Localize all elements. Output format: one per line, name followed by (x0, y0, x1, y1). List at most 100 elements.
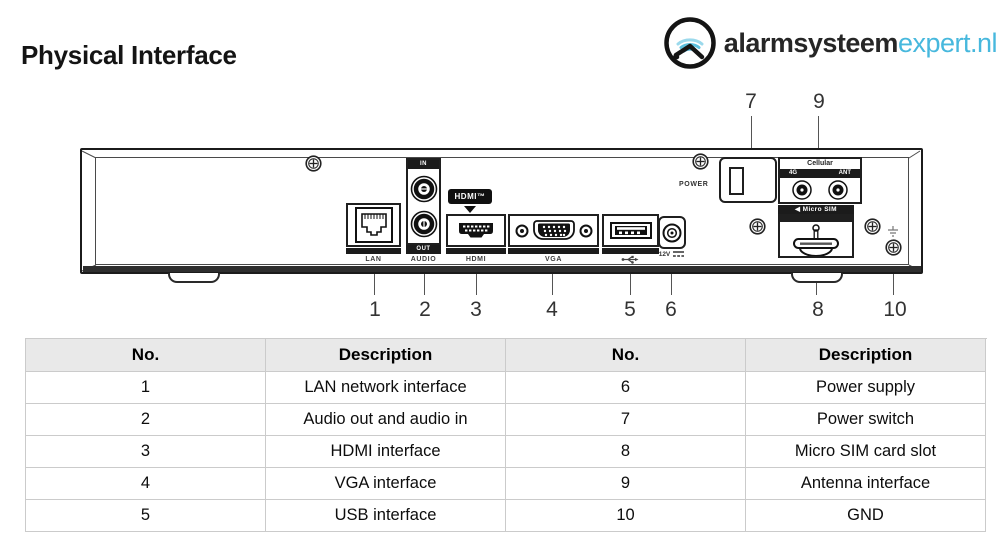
screw-icon (864, 218, 881, 235)
callout-5: 5 (624, 298, 636, 321)
table-cell-desc: GND (746, 500, 986, 532)
table-cell-desc: Antenna interface (746, 468, 986, 500)
hdmi-port-block: HDMI (446, 214, 506, 264)
lan-port-label: LAN (365, 256, 382, 263)
audio-port-block: IN OUT AUDIO (406, 158, 441, 264)
hdmi-port-label: HDMI (465, 256, 487, 263)
table-cell-desc: Audio out and audio in (266, 404, 506, 436)
brand-logo-text: alarmsysteemexpert.nl (723, 27, 998, 59)
leader-line-1 (374, 266, 375, 295)
brand-logo-icon (664, 17, 716, 69)
table-header-row: No. Description No. Description (26, 339, 987, 372)
cellular-label: Cellular (807, 160, 833, 167)
hdmi-plate-bar (446, 248, 506, 254)
table-cell-no: 3 (26, 436, 266, 468)
vga-port-block: VGA (508, 214, 599, 264)
cellular-bar: 4G ANT (780, 169, 860, 178)
table-cell-desc: Power switch (746, 404, 986, 436)
screw-icon (692, 153, 709, 170)
sma-connector-ant-icon (828, 180, 848, 200)
table-cell-no: 7 (506, 404, 746, 436)
dc-jack-block (658, 216, 686, 249)
callout-2: 2 (419, 298, 431, 321)
micro-sim-label: ◀ Micro SIM (778, 205, 854, 215)
screw-icon (749, 218, 766, 235)
audio-in-label: IN (408, 160, 439, 169)
brand-logo: alarmsysteemexpert.nl (663, 16, 998, 70)
dc-jack-icon (662, 223, 682, 242)
usb-port-icon (602, 214, 659, 247)
table-row: 1 LAN network interface 6 Power supply (26, 372, 987, 404)
gnd-screw-icon (885, 239, 902, 256)
callout-6: 6 (665, 298, 677, 321)
audio-in-rca-icon (410, 175, 437, 202)
table-cell-desc: USB interface (266, 500, 506, 532)
device-foot-left (168, 273, 220, 283)
device-bottom-edge (83, 266, 921, 272)
device-foot-right (791, 273, 843, 283)
page-title: Physical Interface (21, 40, 237, 70)
leader-line-4 (552, 266, 553, 295)
usb-symbol-icon (602, 254, 659, 264)
dc-voltage-label: 12V (658, 250, 671, 258)
table-cell-no: 1 (26, 372, 266, 404)
table-cell-desc: VGA interface (266, 468, 506, 500)
table-cell-desc: Power supply (746, 372, 986, 404)
callout-4: 4 (546, 298, 558, 321)
table-cell-no: 4 (26, 468, 266, 500)
vga-plate-bar (508, 248, 599, 254)
table-header-no-right: No. (506, 339, 746, 372)
leader-line-7 (751, 116, 752, 157)
interface-description-table: No. Description No. Description 1 LAN ne… (25, 338, 987, 532)
callout-8: 8 (812, 298, 824, 321)
sma-connector-4g-icon (792, 180, 812, 200)
table-cell-desc: LAN network interface (266, 372, 506, 404)
table-header-no-left: No. (26, 339, 266, 372)
power-switch-rocker (729, 167, 744, 195)
callout-7: 7 (745, 90, 757, 113)
usb-plate-bar (602, 248, 659, 254)
leader-line-10 (893, 258, 894, 295)
table-cell-no: 10 (506, 500, 746, 532)
dc-symbol-icon (673, 251, 685, 257)
brand-name-bold: alarmsysteem (723, 27, 899, 58)
table-row: 3 HDMI interface 8 Micro SIM card slot (26, 436, 987, 468)
callout-10: 10 (883, 298, 907, 321)
table-row: 5 USB interface 10 GND (26, 500, 987, 532)
dc-label-row: 12V (650, 250, 694, 258)
leader-line-9 (818, 116, 819, 157)
antenna-4g-label: 4G (789, 170, 798, 176)
hdmi-badge: HDMI™ (448, 189, 492, 204)
brand-name-light: expert.nl (897, 27, 998, 58)
micro-sim-slot (778, 214, 854, 258)
leader-line-3 (476, 266, 477, 295)
table-cell-no: 2 (26, 404, 266, 436)
table-cell-desc: Micro SIM card slot (746, 436, 986, 468)
vga-port-label: VGA (545, 256, 562, 263)
leader-line-2 (424, 266, 425, 295)
lan-port-icon (346, 203, 401, 247)
table-header-desc-right: Description (746, 339, 986, 372)
usb-port-block (602, 214, 659, 264)
table-row: 2 Audio out and audio in 7 Power switch (26, 404, 987, 436)
hdmi-port-icon (446, 214, 506, 247)
power-switch (719, 157, 777, 203)
antenna-ant-label: ANT (838, 170, 851, 176)
table-cell-no: 8 (506, 436, 746, 468)
callout-3: 3 (470, 298, 482, 321)
leader-line-6 (671, 260, 672, 295)
audio-out-label: OUT (406, 245, 441, 254)
table-row: 4 VGA interface 9 Antenna interface (26, 468, 987, 500)
sim-slot-icon (780, 216, 852, 257)
callout-9: 9 (813, 90, 825, 113)
lan-port-block: LAN (346, 203, 401, 264)
table-cell-no: 5 (26, 500, 266, 532)
screw-icon (305, 155, 322, 172)
hdmi-badge-pointer (464, 206, 476, 213)
vga-port-icon (508, 214, 599, 247)
audio-out-rca-icon (410, 210, 437, 237)
audio-port-label: AUDIO (410, 256, 437, 263)
cellular-block: Cellular 4G ANT (778, 157, 862, 204)
lan-plate-bar (346, 248, 401, 254)
